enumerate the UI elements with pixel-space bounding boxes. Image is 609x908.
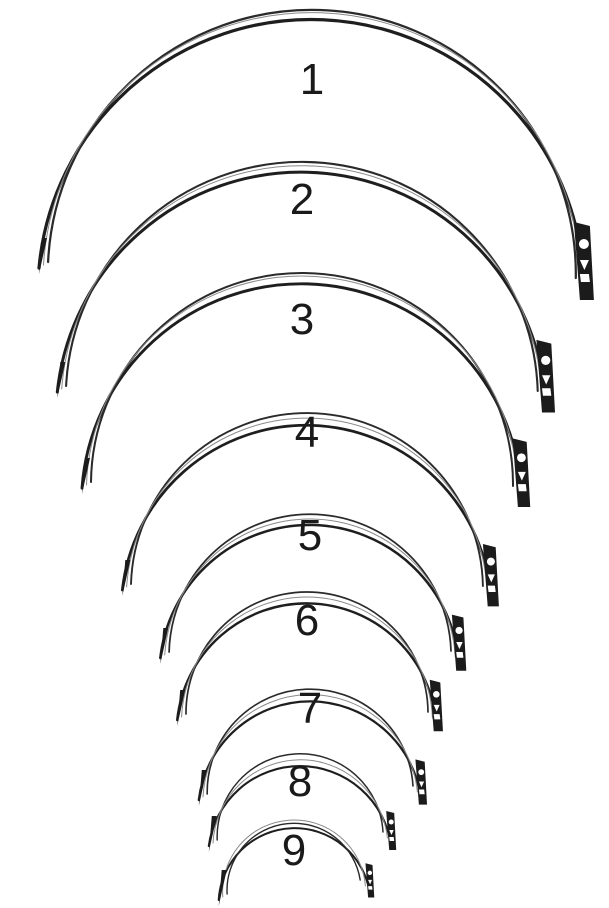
needle-9: 9 <box>219 820 375 906</box>
needle-size-label: 6 <box>295 596 319 645</box>
needle-3: 3 <box>82 273 530 507</box>
needle-1: 1 <box>39 10 594 300</box>
needle-eye <box>430 680 443 731</box>
needle-size-label: 5 <box>298 511 322 560</box>
needle-size-label: 2 <box>290 175 314 224</box>
needle-size-label: 9 <box>282 826 306 875</box>
needle-size-label: 4 <box>295 408 319 457</box>
needle-eye <box>513 438 531 507</box>
needle-eye <box>574 222 594 300</box>
needle-size-label: 8 <box>288 757 312 806</box>
needle-eye <box>536 340 555 413</box>
needle-size-label: 1 <box>300 55 324 104</box>
needle-size-label: 7 <box>298 684 322 733</box>
needle-4: 4 <box>122 408 499 606</box>
needle-eye <box>386 811 396 850</box>
needle-eye <box>483 544 499 606</box>
needle-size-label: 3 <box>290 295 314 344</box>
